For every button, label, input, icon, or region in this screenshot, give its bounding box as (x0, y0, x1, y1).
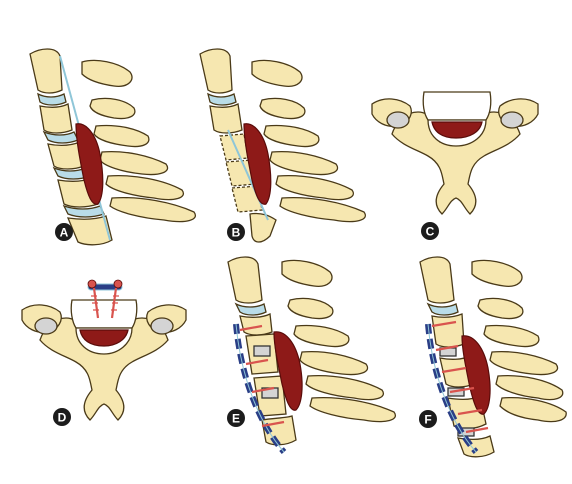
svg-text:F: F (424, 413, 431, 427)
vertebral-column (199, 48, 277, 243)
lesion (273, 331, 303, 411)
panel-label-b: B (227, 223, 245, 241)
panel-f: F (419, 256, 567, 458)
screws (431, 320, 489, 434)
panel-label-a: A (55, 223, 73, 241)
panel-label-c: C (421, 222, 439, 240)
vertebral-body (70, 299, 138, 329)
lesion (461, 335, 491, 415)
anterior-plate (87, 279, 123, 291)
panel-label-e: E (227, 409, 245, 427)
svg-text:D: D (58, 411, 67, 425)
posterior-arch (39, 317, 169, 421)
vertebral-body (422, 91, 492, 121)
screws (91, 287, 119, 319)
svg-text:E: E (232, 412, 240, 426)
posterior-arch (391, 111, 521, 215)
panel-d: D (21, 279, 187, 426)
panel-a: A (29, 48, 196, 246)
vertebral-column (227, 256, 297, 446)
panel-e: E (227, 256, 396, 454)
panel-label-d: D (53, 408, 71, 426)
panel-label-f: F (419, 410, 437, 428)
panel-b: B (199, 48, 366, 243)
lesion (75, 123, 104, 205)
screws (239, 324, 285, 428)
svg-text:C: C (426, 225, 435, 239)
svg-text:B: B (232, 226, 241, 240)
panel-c: C (371, 91, 539, 240)
posterior-elements (281, 259, 396, 423)
posterior-elements (81, 59, 196, 223)
svg-text:A: A (60, 226, 69, 240)
lesion (79, 329, 129, 347)
posterior-elements (251, 59, 366, 223)
posterior-elements (471, 259, 567, 423)
lesion (431, 121, 483, 139)
vertebral-column (419, 256, 495, 458)
lesion (243, 123, 272, 205)
